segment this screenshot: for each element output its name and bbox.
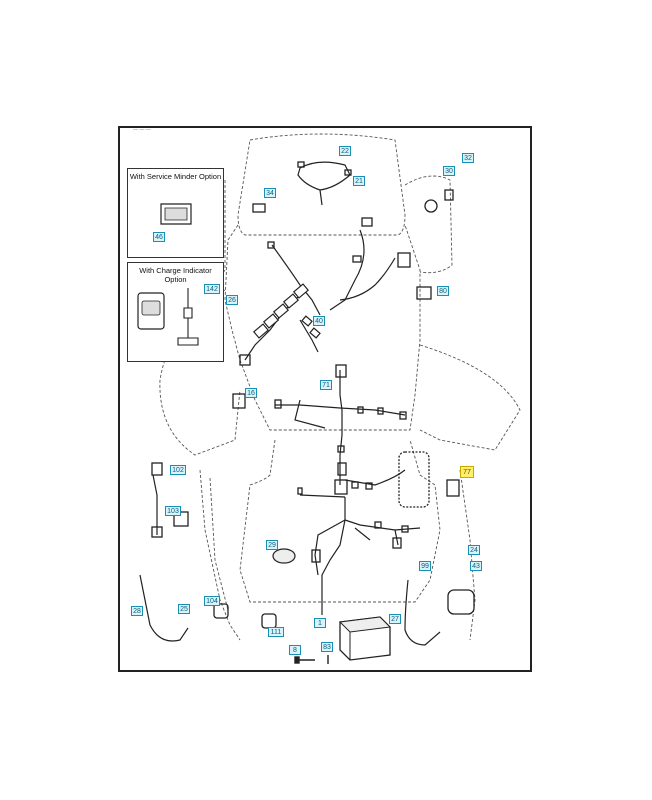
callout-40[interactable]: 40 [313, 316, 325, 326]
callout-104[interactable]: 104 [204, 596, 220, 606]
callout-29[interactable]: 29 [266, 540, 278, 550]
callout-102[interactable]: 102 [170, 465, 186, 475]
charge-indicator-title: With Charge Indicator Option [139, 266, 212, 284]
callout-16[interactable]: 16 [245, 388, 257, 398]
callout-83[interactable]: 83 [321, 642, 333, 652]
harness-bundle [252, 283, 321, 339]
charge-indicator-device-icon [137, 288, 199, 346]
callout-103[interactable]: 103 [165, 506, 181, 516]
frame-corner-mark: — — — [133, 127, 151, 133]
service-minder-title: With Service Minder Option [129, 172, 222, 181]
callout-77-highlighted[interactable]: 77 [460, 466, 474, 478]
callout-8[interactable]: 8 [289, 645, 301, 655]
callout-46[interactable]: 46 [153, 232, 165, 242]
service-minder-inset: With Service Minder Option [127, 168, 224, 258]
callout-80[interactable]: 80 [437, 286, 449, 296]
callout-99[interactable]: 99 [419, 561, 431, 571]
callout-111[interactable]: 111 [268, 627, 284, 637]
callout-43[interactable]: 43 [470, 561, 482, 571]
battery [338, 616, 392, 661]
callout-30[interactable]: 30 [443, 166, 455, 176]
connectors [151, 161, 475, 629]
bolt-8-and-83 [294, 655, 329, 664]
callout-21[interactable]: 21 [353, 176, 365, 186]
callout-1[interactable]: 1 [314, 618, 326, 628]
callout-28[interactable]: 28 [131, 606, 143, 616]
service-minder-device-icon [160, 203, 192, 225]
callout-22[interactable]: 22 [339, 146, 351, 156]
callout-27[interactable]: 27 [389, 614, 401, 624]
callout-34[interactable]: 34 [264, 188, 276, 198]
relay-29 [272, 548, 296, 564]
callout-32[interactable]: 32 [462, 153, 474, 163]
callout-24[interactable]: 24 [468, 545, 480, 555]
callout-25[interactable]: 25 [178, 604, 190, 614]
callout-26[interactable]: 26 [226, 295, 238, 305]
callout-71[interactable]: 71 [320, 380, 332, 390]
charge-indicator-inset: With Charge Indicator Option [127, 262, 224, 362]
callout-142[interactable]: 142 [204, 284, 220, 294]
